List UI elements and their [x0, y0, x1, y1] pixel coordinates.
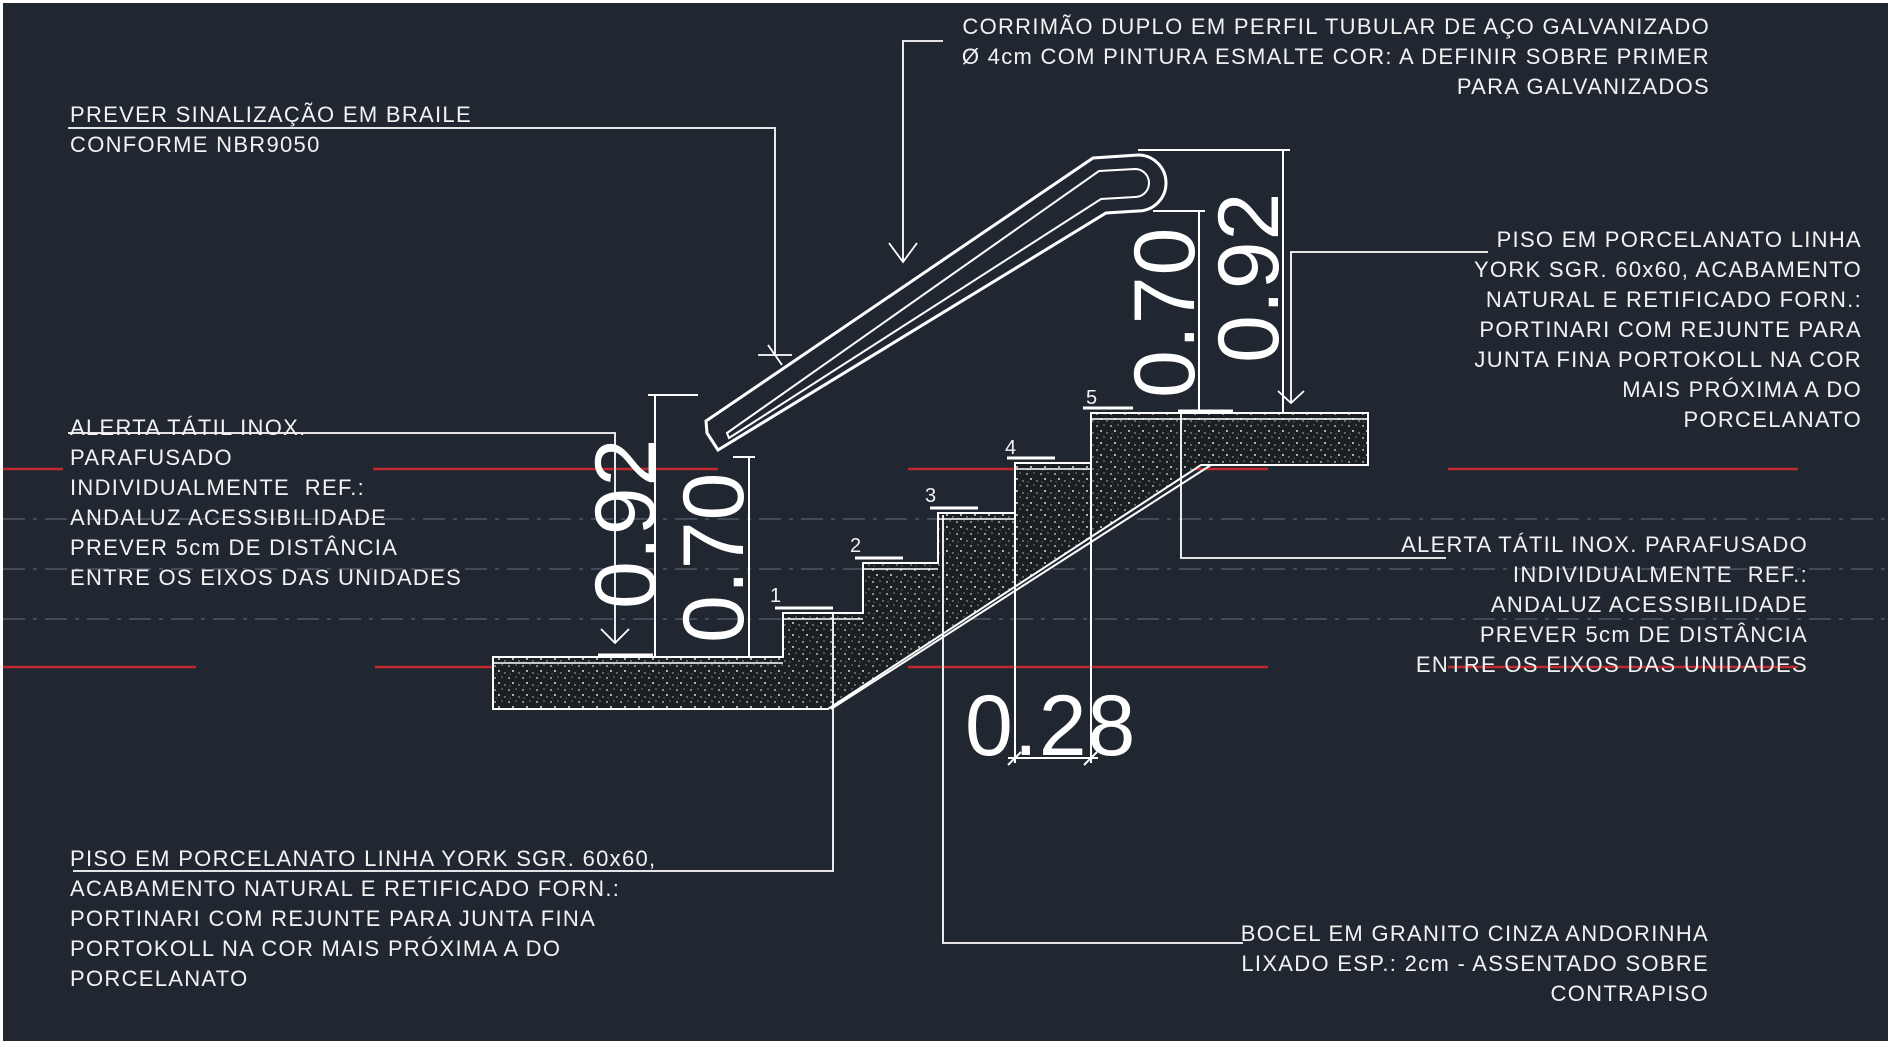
floor-finish	[493, 418, 1368, 664]
note-piso-bottom: PISO EM PORCELANATO LINHA YORK SGR. 60x6…	[70, 846, 657, 991]
leader-piso-bottom	[73, 613, 834, 872]
handrail-inner-tube	[725, 167, 1150, 440]
note-alerta-left: ALERTA TÁTIL INOX. PARAFUSADO INDIVIDUAL…	[70, 415, 463, 590]
note-piso-right: PISO EM PORCELANATO LINHA YORK SGR. 60x6…	[1473, 227, 1862, 432]
leader-alerta-left	[68, 432, 616, 643]
note-bocel: BOCEL EM GRANITO CINZA ANDORINHA LIXADO …	[1240, 921, 1709, 1006]
leader-piso-right	[1290, 251, 1488, 403]
step-number-4: 4	[1005, 437, 1017, 459]
step-number-2: 2	[850, 535, 862, 557]
note-braile: PREVER SINALIZAÇÃO EM BRAILE CONFORME NB…	[70, 102, 472, 157]
tactile-alert-marks	[598, 409, 1233, 657]
leader-alerta-right	[1180, 413, 1446, 559]
dim-tread-028: 0.28	[965, 678, 1137, 774]
handrail-outer-tube	[704, 153, 1168, 453]
dim-right-092: 0.92	[1201, 191, 1297, 363]
drawing-canvas: PREVER SINALIZAÇÃO EM BRAILE CONFORME NB…	[3, 3, 1888, 1041]
note-alerta-right: ALERTA TÁTIL INOX. PARAFUSADO INDIVIDUAL…	[1401, 532, 1808, 677]
step-number-3: 3	[925, 485, 937, 507]
leader-corrimao	[902, 40, 943, 262]
dim-left-070: 0.70	[666, 471, 762, 643]
leader-lines	[68, 40, 1488, 944]
stair-section-drawing	[3, 40, 1888, 944]
dimension-lines	[648, 149, 1290, 766]
step-number-5: 5	[1086, 387, 1098, 409]
leader-bocel	[942, 515, 1243, 944]
dim-left-092: 0.92	[578, 437, 674, 609]
step-number-1: 1	[770, 585, 782, 607]
bocel-nosings	[775, 406, 1133, 610]
handrail	[704, 153, 1168, 453]
note-corrimao: CORRIMÃO DUPLO EM PERFIL TUBULAR DE AÇO …	[961, 14, 1710, 99]
slab-soffit	[830, 464, 1212, 710]
dim-right-070: 0.70	[1117, 226, 1213, 398]
leader-braile	[68, 127, 776, 355]
